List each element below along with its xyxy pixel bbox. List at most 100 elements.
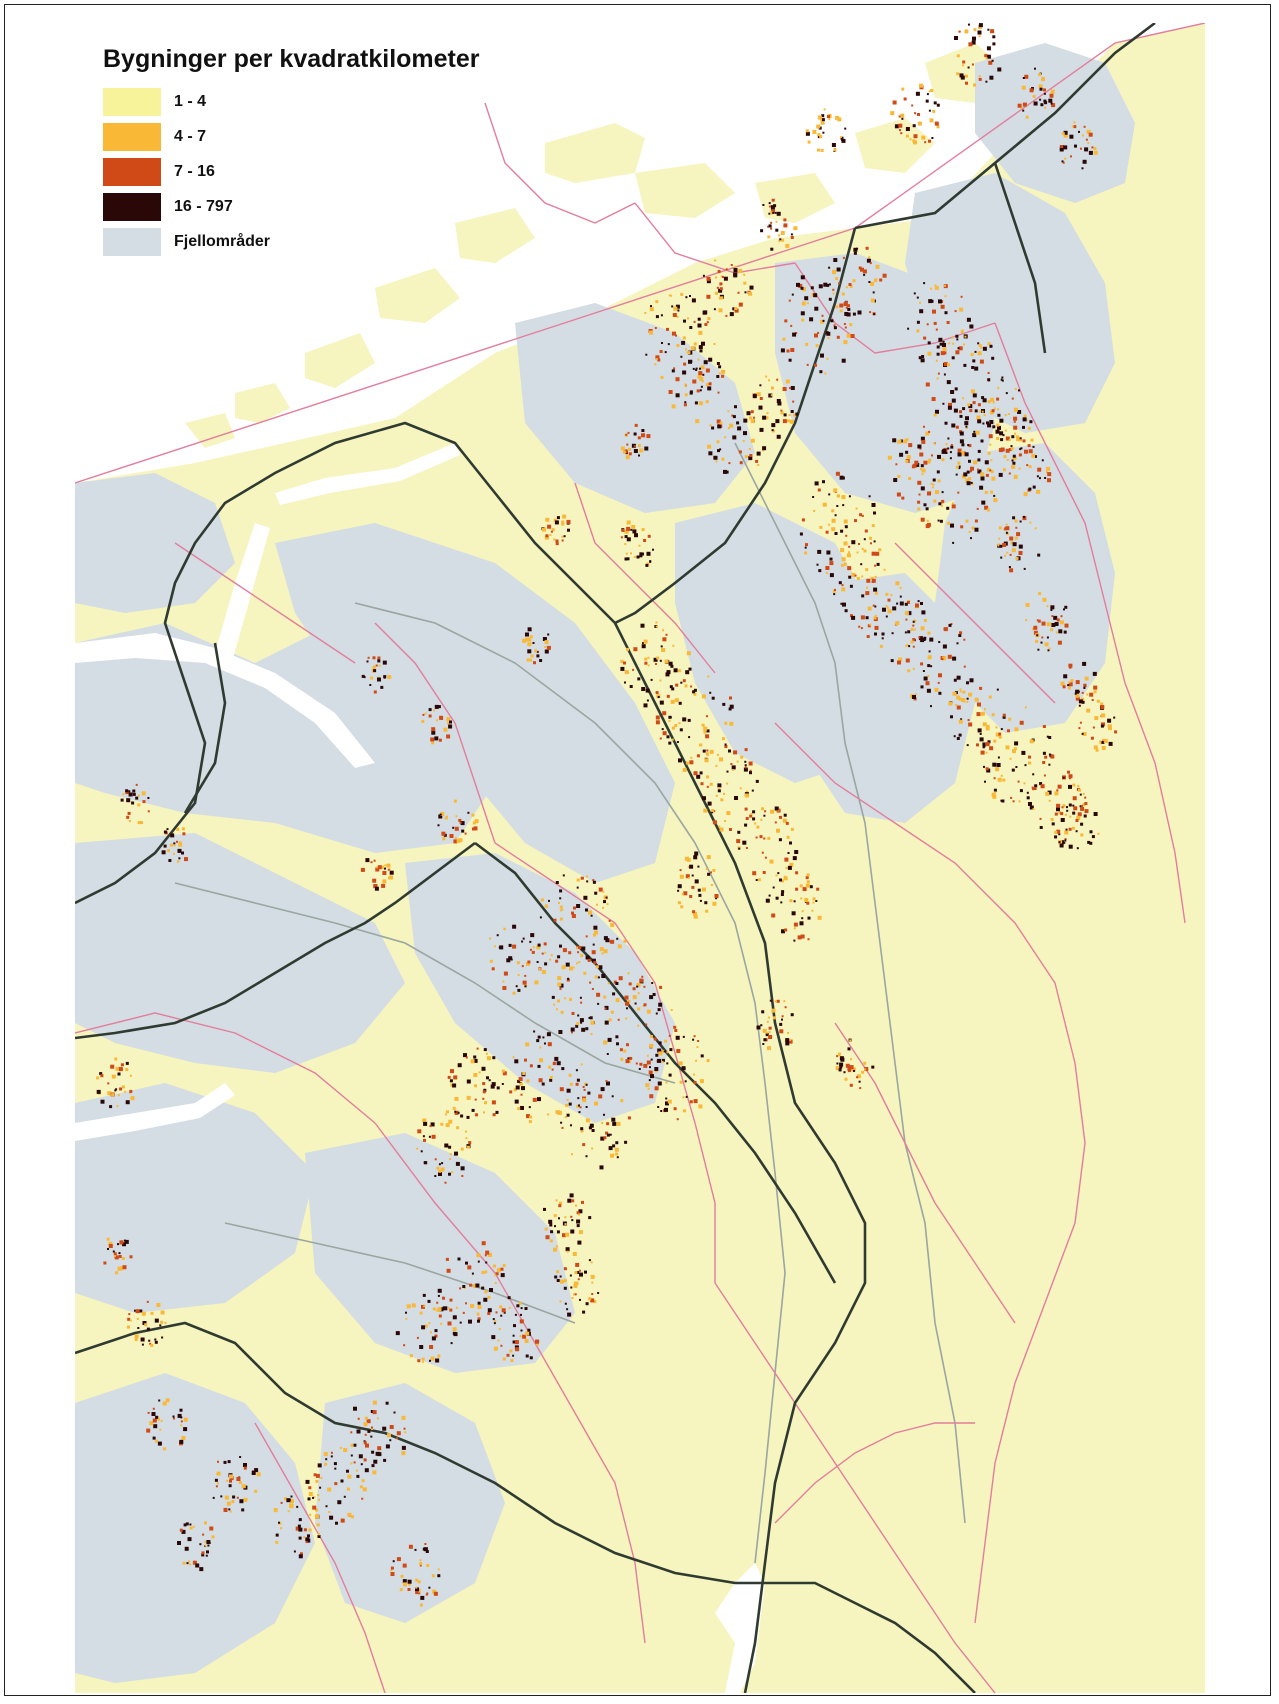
density-dot [675, 683, 679, 687]
density-dot [347, 1474, 352, 1479]
density-dot [739, 787, 742, 790]
density-dot [905, 450, 909, 454]
density-dot [1018, 453, 1022, 457]
density-dot [717, 391, 720, 394]
density-dot [312, 1496, 314, 1499]
density-dot [551, 528, 555, 532]
density-dot [597, 1292, 600, 1294]
density-dot [839, 1062, 844, 1067]
density-dot [997, 756, 1000, 759]
density-dot [996, 688, 999, 691]
density-dot [315, 1508, 318, 1512]
density-dot [931, 454, 933, 457]
density-dot [325, 1458, 328, 1461]
density-dot [937, 372, 940, 375]
density-dot [859, 1087, 862, 1090]
density-dot [693, 342, 697, 346]
density-dot [951, 423, 956, 428]
density-dot [820, 149, 824, 152]
density-dot [1061, 806, 1064, 809]
density-dot [644, 661, 648, 665]
density-dot [1043, 88, 1046, 92]
density-dot [577, 1240, 582, 1245]
density-dot [555, 542, 559, 546]
density-dot [416, 1147, 419, 1150]
density-dot [526, 1079, 530, 1083]
density-dot [554, 1056, 559, 1061]
density-dot [743, 273, 746, 276]
density-dot [572, 1252, 577, 1256]
density-dot [651, 982, 654, 984]
density-dot [1002, 778, 1006, 782]
density-dot [1015, 766, 1018, 768]
density-dot [966, 470, 970, 474]
density-dot [863, 538, 866, 541]
density-dot [944, 284, 946, 287]
density-dot [1002, 543, 1007, 547]
density-dot [364, 1433, 367, 1436]
density-dot [433, 709, 436, 712]
density-dot [566, 519, 571, 524]
density-dot [499, 1305, 503, 1309]
density-dot [573, 1293, 575, 1296]
density-dot [494, 1320, 497, 1323]
density-dot [615, 1152, 619, 1156]
density-dot [1100, 724, 1104, 728]
density-dot [1019, 720, 1024, 725]
density-dot [557, 999, 560, 1003]
density-dot [864, 1068, 867, 1071]
density-dot [473, 1058, 478, 1063]
density-dot [997, 777, 1002, 782]
density-dot [541, 952, 544, 955]
density-dot [287, 1510, 290, 1513]
density-dot [492, 1113, 496, 1117]
density-dot [561, 522, 565, 526]
density-dot [990, 29, 995, 34]
density-dot [626, 520, 631, 525]
density-dot [773, 204, 777, 208]
density-dot [707, 386, 712, 391]
density-dot [582, 1086, 585, 1088]
density-dot [771, 1008, 776, 1013]
density-dot [655, 663, 657, 665]
density-dot [762, 449, 765, 452]
density-dot [386, 863, 391, 868]
density-dot [765, 1031, 768, 1034]
density-dot [1050, 605, 1055, 610]
density-dot [958, 465, 961, 468]
density-dot [972, 393, 977, 398]
density-dot [1000, 378, 1003, 381]
density-dot [1032, 445, 1035, 448]
density-dot [828, 297, 832, 301]
density-dot [738, 847, 741, 850]
density-dot [449, 1298, 453, 1302]
density-dot [361, 1497, 364, 1500]
density-dot [870, 281, 874, 286]
density-dot [549, 1239, 553, 1243]
density-dot [943, 362, 948, 367]
density-dot [520, 1307, 523, 1310]
density-dot [151, 1412, 156, 1416]
density-dot [164, 1321, 167, 1324]
density-dot [1073, 121, 1076, 124]
density-dot [737, 291, 740, 294]
density-dot [687, 351, 691, 355]
density-dot [969, 470, 972, 473]
density-dot [666, 1051, 669, 1054]
density-dot [592, 880, 596, 884]
density-dot [800, 286, 804, 290]
density-dot [738, 302, 743, 307]
density-dot [1056, 803, 1061, 808]
density-dot [873, 540, 876, 543]
density-dot [688, 667, 692, 671]
density-dot [706, 715, 708, 718]
density-dot [973, 28, 977, 32]
density-dot [678, 1061, 683, 1066]
density-dot [589, 981, 592, 984]
density-dot [520, 1093, 523, 1096]
density-dot [1076, 815, 1081, 820]
density-dot [793, 226, 798, 231]
density-dot [768, 224, 772, 228]
density-dot [949, 451, 952, 454]
density-dot [357, 1417, 360, 1420]
